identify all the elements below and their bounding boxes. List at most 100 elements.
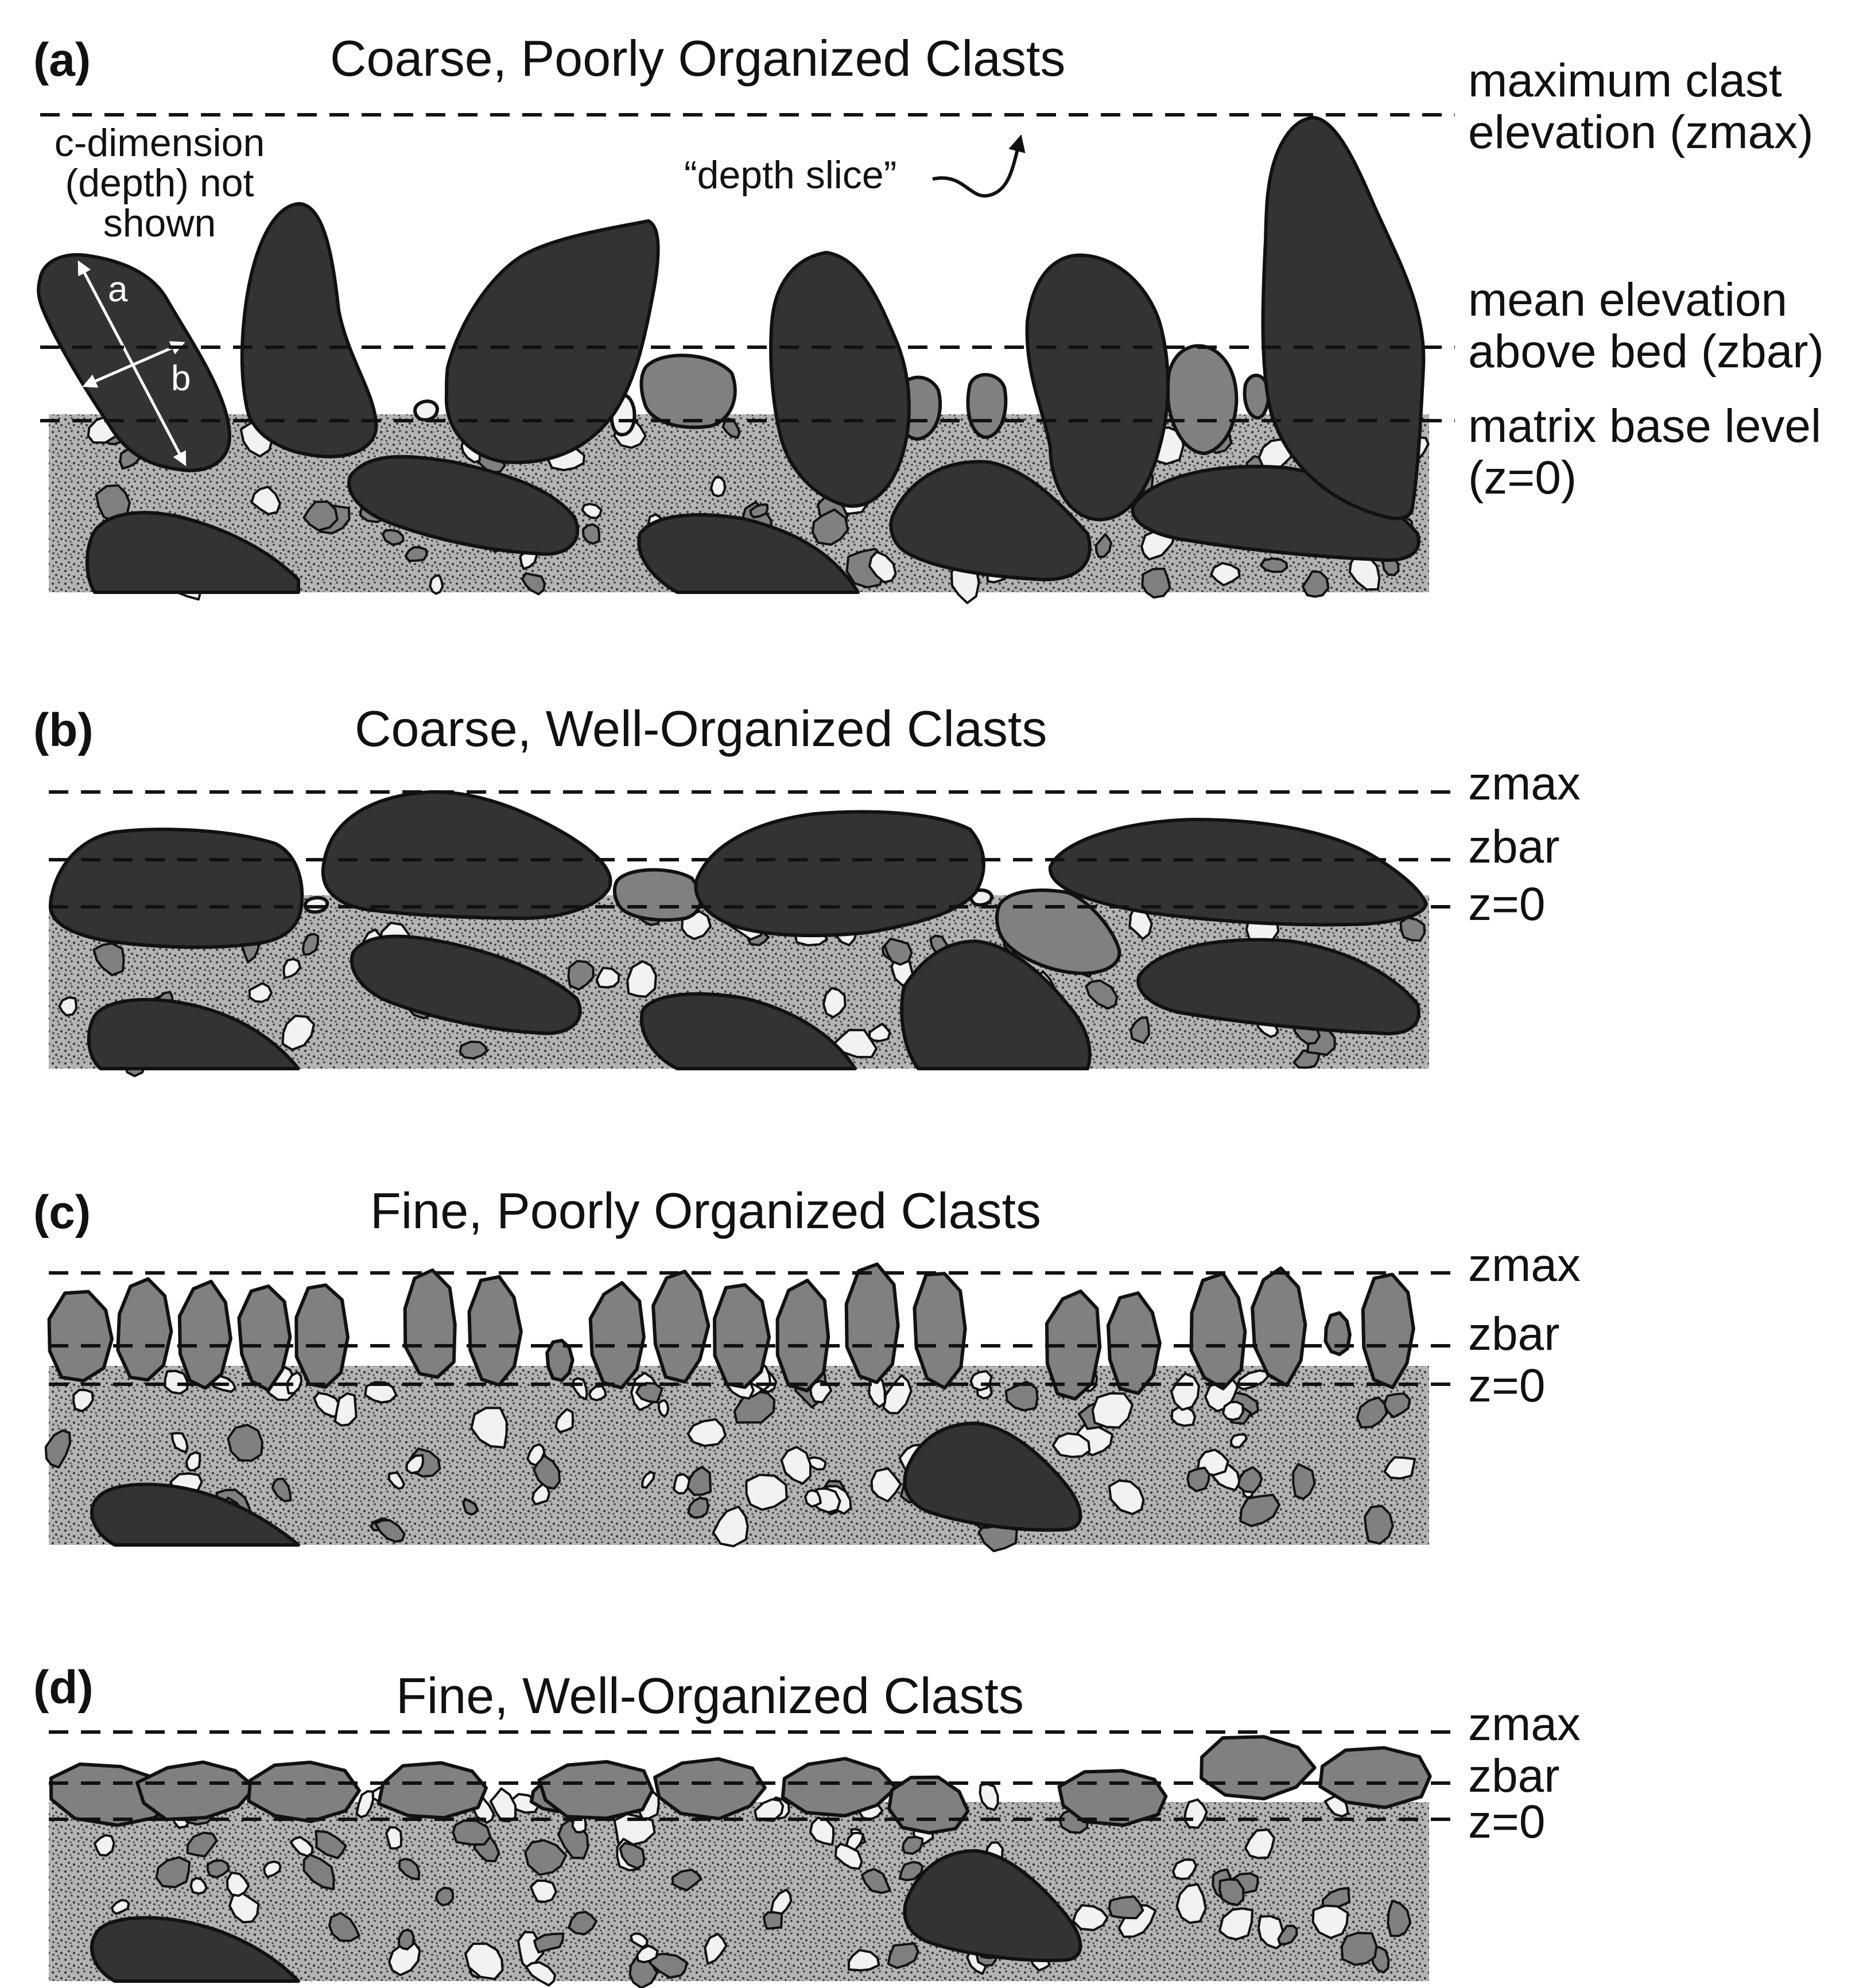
pebble-light <box>525 1961 557 1987</box>
pebble-mid <box>301 933 320 956</box>
pebble-mid <box>328 1912 360 1942</box>
depth-slice-note: “depth slice” <box>684 153 896 197</box>
dark-clast-surface <box>321 790 612 920</box>
pebble-light <box>868 1023 891 1042</box>
pebble-mid <box>44 1429 71 1469</box>
pebble-mid <box>1387 1900 1412 1937</box>
pebble-light <box>847 1948 880 1972</box>
pebble-mid <box>1259 557 1288 573</box>
surface-clast-mid <box>116 1277 173 1382</box>
pebble-mid <box>619 1842 646 1870</box>
pebble-mid <box>404 546 428 562</box>
dark-clast-buried <box>87 997 300 1070</box>
pebble-light <box>185 1451 201 1471</box>
pebble-light <box>526 1443 546 1467</box>
panel-a-reference-lines <box>40 113 1455 422</box>
pebble-light <box>641 1471 655 1489</box>
depth-slice-arrow <box>932 134 1026 198</box>
panel-a-dark-clasts <box>37 116 1426 594</box>
pebble-light <box>387 1471 405 1490</box>
pebble-light <box>405 1454 425 1474</box>
zbar-label: zbar <box>1468 1750 1560 1802</box>
panel-c-title: Fine, Poorly Organized Clasts <box>370 1182 1041 1239</box>
pebble-mid <box>1399 917 1426 942</box>
pebble-mid <box>92 942 125 977</box>
pebble-mid <box>1108 1895 1144 1920</box>
pebble-light <box>673 1473 692 1494</box>
panel-d-title: Fine, Well-Organized Clasts <box>396 1667 1024 1724</box>
c-dimension-note-line-2: (depth) not <box>65 161 254 205</box>
surface-clast-mid <box>403 1268 457 1379</box>
surface-clast-mid <box>1251 1266 1307 1388</box>
dark-clast-surface <box>48 828 304 949</box>
pebble-light <box>870 1467 902 1502</box>
pebble-mid <box>883 937 913 966</box>
pebble-light <box>333 1392 358 1427</box>
z0-label: z=0 <box>1468 1796 1546 1848</box>
pebble-light <box>626 960 657 998</box>
dark-clast-buried <box>347 455 580 556</box>
pebble-light <box>226 1871 250 1897</box>
zmax-label: zmax <box>1468 1239 1581 1291</box>
pebble-mid <box>1364 1505 1394 1545</box>
pebble-light <box>1222 1400 1244 1422</box>
pebble-light <box>1172 1858 1198 1880</box>
pebble-light <box>845 1831 865 1851</box>
pebble-mid <box>302 1853 335 1890</box>
zbar-label: zbar <box>1468 821 1560 873</box>
zbar-label: zbar <box>1468 1308 1560 1360</box>
pebble-mid <box>434 1886 455 1907</box>
b-axis-arrow <box>82 341 185 388</box>
dark-clast-surface <box>694 810 985 937</box>
panel-a-surface-clasts <box>413 344 1271 455</box>
surface-clast-mid <box>612 868 702 922</box>
pebble-light <box>969 1370 993 1392</box>
panel-c-surface-clast-row <box>47 1262 1415 1408</box>
zmax-label-line-1: maximum clast <box>1468 55 1782 107</box>
dark-clast-upright <box>1025 253 1170 522</box>
pebble-light <box>281 1015 316 1051</box>
panel-b-reference-lines <box>49 790 1455 908</box>
pebble-mid <box>1239 1493 1280 1528</box>
pebble-mid <box>902 1835 924 1855</box>
pebble-mid <box>635 1382 663 1404</box>
pebble-light <box>58 996 77 1017</box>
z0-label-line-1: matrix base level <box>1468 400 1821 452</box>
pebble-mid <box>568 1911 598 1936</box>
dark-clast-buried <box>900 939 1092 1070</box>
dark-clast-buried <box>85 511 300 594</box>
dark-clast-buried <box>90 1916 300 1983</box>
pebble-light <box>581 503 603 519</box>
dark-clast-buried <box>903 1849 1082 1962</box>
pebble-light <box>489 1787 517 1823</box>
dark-clast-tallest <box>1261 116 1426 521</box>
pebble-mid <box>1237 1466 1263 1494</box>
pebble-mid <box>1301 570 1330 598</box>
panel-a-title: Coarse, Poorly Organized Clasts <box>330 30 1065 87</box>
pebble-mid <box>1085 979 1119 1010</box>
pebble-mid <box>1141 568 1171 599</box>
a-axis-label: a <box>108 270 128 309</box>
pebble-light <box>282 958 301 979</box>
pebble-mid <box>533 1932 564 1954</box>
surface-clast-mid <box>913 1272 967 1390</box>
pebble-light <box>464 1942 504 1981</box>
pebble-mid <box>1292 1463 1316 1500</box>
panel-a-letter: (a) <box>33 34 91 86</box>
dark-clast-buried <box>1136 938 1420 1035</box>
surface-clast-mid <box>588 1281 646 1390</box>
pebble-mid <box>398 1858 421 1881</box>
pebble-light <box>1091 1392 1134 1429</box>
pebble-mid <box>186 1831 218 1858</box>
pebble-light <box>248 982 273 1003</box>
surface-clast-mid <box>49 1762 168 1827</box>
pebble-light <box>770 1888 793 1917</box>
panel-d-dark-clasts <box>90 1849 1082 1983</box>
pebble-light <box>388 1940 421 1977</box>
pebble-mid <box>811 508 849 546</box>
panel-b-letter: (b) <box>33 704 94 756</box>
pebble-mid <box>374 1519 406 1543</box>
panel-d-letter: (d) <box>33 1661 94 1714</box>
surface-clast-mid <box>1323 1311 1352 1356</box>
dark-clast-buried <box>889 460 1092 581</box>
